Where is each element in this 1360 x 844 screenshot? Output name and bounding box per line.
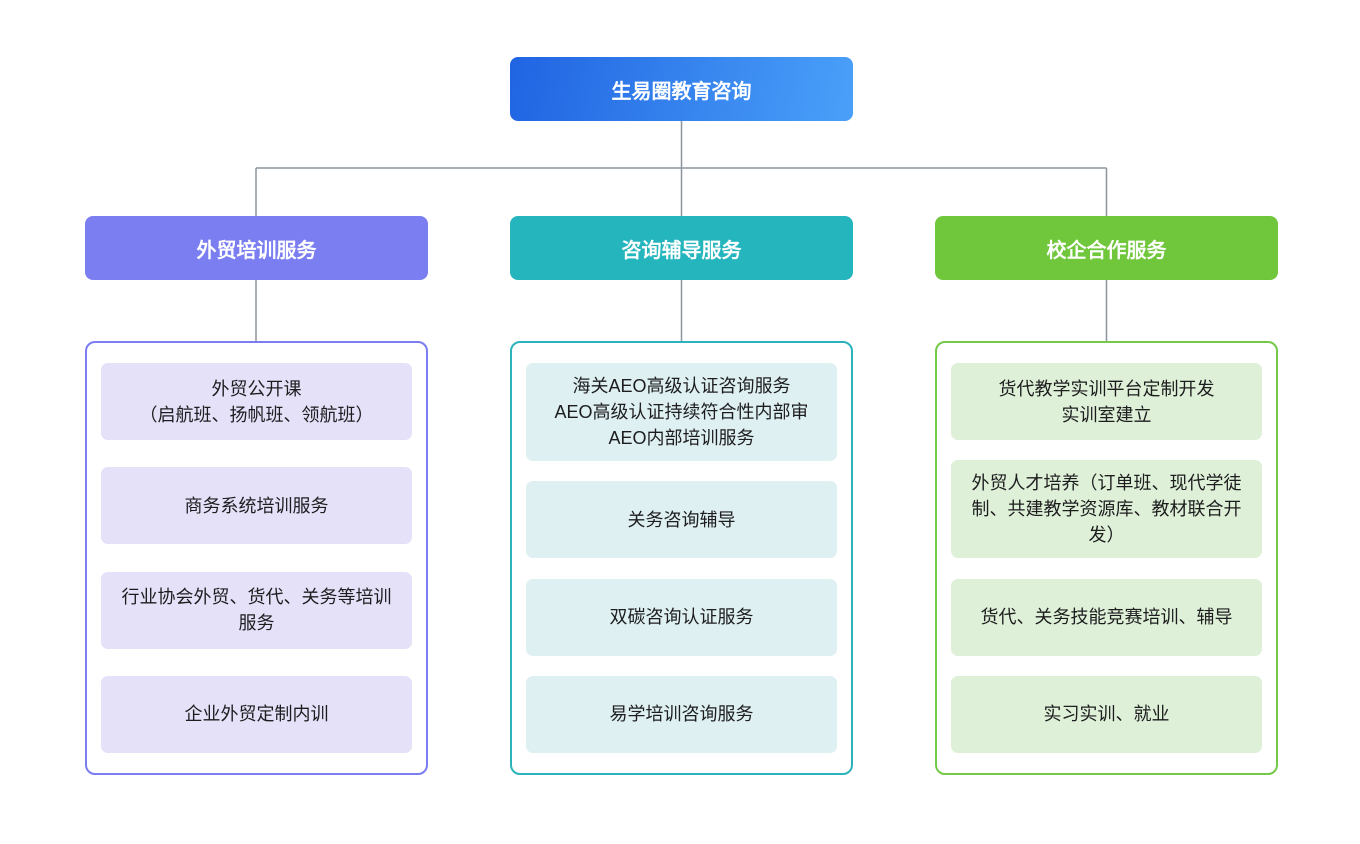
service-item: 外贸人才培养（订单班、现代学徒制、共建教学资源库、教材联合开发） — [951, 460, 1262, 559]
branch-header-school-enterprise: 校企合作服务 — [935, 216, 1278, 280]
branch-container-consulting: 海关AEO高级认证咨询服务 AEO高级认证持续符合性内部审 AEO内部培训服务 … — [510, 341, 853, 775]
root-node: 生易圈教育咨询 — [510, 57, 853, 121]
service-item: 货代教学实训平台定制开发 实训室建立 — [951, 363, 1262, 440]
service-item: 外贸公开课 （启航班、扬帆班、领航班） — [101, 363, 412, 440]
service-item: 易学培训咨询服务 — [526, 675, 837, 753]
service-item: 关务咨询辅导 — [526, 481, 837, 559]
branch-header-trade-training: 外贸培训服务 — [85, 216, 428, 280]
service-item: 企业外贸定制内训 — [101, 675, 412, 753]
service-item: 海关AEO高级认证咨询服务 AEO高级认证持续符合性内部审 AEO内部培训服务 — [526, 363, 837, 461]
branch-header-consulting: 咨询辅导服务 — [510, 216, 853, 280]
branch-container-school-enterprise: 货代教学实训平台定制开发 实训室建立 外贸人才培养（订单班、现代学徒制、共建教学… — [935, 341, 1278, 775]
service-item: 实习实训、就业 — [951, 675, 1262, 753]
service-item: 商务系统培训服务 — [101, 467, 412, 545]
branch-container-trade-training: 外贸公开课 （启航班、扬帆班、领航班） 商务系统培训服务 行业协会外贸、货代、关… — [85, 341, 428, 775]
service-item: 货代、关务技能竞赛培训、辅导 — [951, 578, 1262, 656]
service-item: 行业协会外贸、货代、关务等培训服务 — [101, 571, 412, 649]
service-item: 双碳咨询认证服务 — [526, 578, 837, 656]
